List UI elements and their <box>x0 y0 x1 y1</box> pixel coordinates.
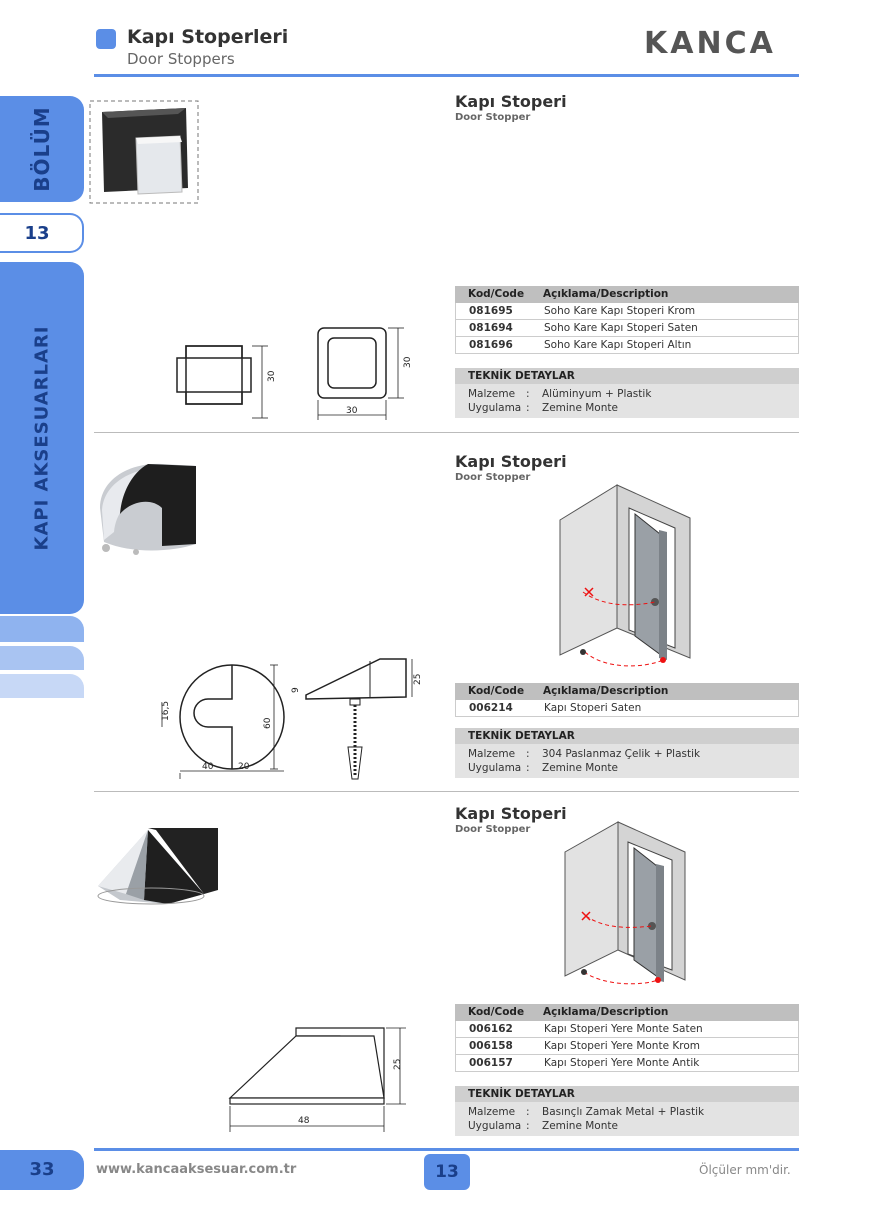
table-row: 006157 Kapı Stoperi Yere Monte Antik <box>455 1055 799 1072</box>
tech-value: Zemine Monte <box>542 1120 618 1132</box>
product-photo-square-stopper <box>89 100 199 204</box>
sidebar-stripe <box>0 646 84 670</box>
column-header-description: Açıklama/Description <box>543 288 669 300</box>
tech-key: Malzeme <box>468 748 516 760</box>
table-row: 081695 Soho Kare Kapı Stoperi Krom <box>455 303 799 320</box>
tech-value: 304 Paslanmaz Çelik + Plastik <box>542 748 701 760</box>
tech-value: Basınçlı Zamak Metal + Plastik <box>542 1106 705 1118</box>
product-subtitle: Door Stopper <box>455 112 531 123</box>
technical-details: TEKNİK DETAYLAR Malzeme:304 Paslanmaz Çe… <box>455 728 799 778</box>
column-header-description: Açıklama/Description <box>543 685 669 697</box>
table-row: 006214 Kapı Stoperi Saten <box>455 700 799 717</box>
row-description: Kapı Stoperi Yere Monte Krom <box>544 1040 700 1052</box>
dimension-drawing-round: 16,5 60 40 20 9 25 <box>161 658 423 780</box>
product-photo-cone-stopper <box>97 828 218 905</box>
dimension-label: 60 <box>263 717 273 729</box>
row-description: Soho Kare Kapı Stoperi Altın <box>544 339 692 351</box>
page-number: 33 <box>0 1150 84 1190</box>
technical-details: TEKNİK DETAYLAR Malzeme:Basınçlı Zamak M… <box>455 1086 799 1136</box>
dimension-drawing-cone: 25 48 <box>228 1027 406 1132</box>
table-row: 081694 Soho Kare Kapı Stoperi Saten <box>455 320 799 337</box>
door-installation-diagram <box>564 821 686 985</box>
section-divider <box>94 432 799 433</box>
row-code: 006158 <box>469 1040 513 1052</box>
sidebar-section-tab: BÖLÜM <box>0 96 84 202</box>
product-title: Kapı Stoperi <box>455 92 567 111</box>
page-subtitle: Door Stoppers <box>127 50 235 68</box>
row-code: 006214 <box>469 702 513 714</box>
row-description: Soho Kare Kapı Stoperi Saten <box>544 322 698 334</box>
table-row: 006162 Kapı Stoperi Yere Monte Saten <box>455 1021 799 1038</box>
tech-key: Uygulama <box>468 762 522 774</box>
dimension-label: 48 <box>298 1116 310 1126</box>
dimension-label: 30 <box>267 370 277 382</box>
section-divider <box>94 791 799 792</box>
product-title: Kapı Stoperi <box>455 452 567 471</box>
page-title: Kapı Stoperleri <box>127 26 289 48</box>
table-row: 081696 Soho Kare Kapı Stoperi Altın <box>455 337 799 354</box>
technical-details-title: TEKNİK DETAYLAR <box>455 368 799 384</box>
sidebar-category-label: KAPI AKSESUARLARI <box>31 325 53 551</box>
product-subtitle: Door Stopper <box>455 472 531 483</box>
table-header: Kod/Code Açıklama/Description <box>455 1004 799 1021</box>
units-note: Ölçüler mm'dir. <box>699 1163 791 1177</box>
technical-details: TEKNİK DETAYLAR Malzeme:Alüminyum + Plas… <box>455 368 799 418</box>
dimension-label: 25 <box>413 674 423 685</box>
sidebar-category-tab: KAPI AKSESUARLARI <box>0 262 84 614</box>
footer-section-number: 13 <box>424 1154 470 1190</box>
row-code: 006157 <box>469 1057 513 1069</box>
column-header-code: Kod/Code <box>468 685 525 697</box>
sidebar-stripe <box>0 674 84 698</box>
row-code: 081696 <box>469 339 513 351</box>
tech-value: Alüminyum + Plastik <box>542 388 652 400</box>
product-code-table: Kod/Code Açıklama/Description 006214 Kapı… <box>455 683 799 717</box>
dimension-label: 40 <box>202 762 214 772</box>
row-description: Kapı Stoperi Yere Monte Antik <box>544 1057 700 1069</box>
footer-divider <box>94 1148 799 1151</box>
row-code: 081695 <box>469 305 513 317</box>
tech-key: Malzeme <box>468 388 516 400</box>
technical-details-title: TEKNİK DETAYLAR <box>455 1086 799 1102</box>
tech-key: Malzeme <box>468 1106 516 1118</box>
tech-value: Zemine Monte <box>542 402 618 414</box>
table-header: Kod/Code Açıklama/Description <box>455 683 799 700</box>
technical-details-title: TEKNİK DETAYLAR <box>455 728 799 744</box>
tech-value: Zemine Monte <box>542 762 618 774</box>
brand-logo: KANCA <box>644 26 776 61</box>
column-header-description: Açıklama/Description <box>543 1006 669 1018</box>
sidebar-stripe <box>0 616 84 642</box>
sidebar-section-label: BÖLÜM <box>30 106 54 192</box>
row-code: 081694 <box>469 322 513 334</box>
dimension-label: 16,5 <box>161 701 171 721</box>
dimension-drawing-square: 30 30 30 <box>176 327 413 420</box>
dimension-label: 30 <box>403 356 413 368</box>
row-description: Kapı Stoperi Yere Monte Saten <box>544 1023 703 1035</box>
product-title: Kapı Stoperi <box>455 804 567 823</box>
table-row: 006158 Kapı Stoperi Yere Monte Krom <box>455 1038 799 1055</box>
door-installation-diagram <box>559 484 691 667</box>
product-photo-round-stopper <box>100 463 196 555</box>
tech-key: Uygulama <box>468 1120 522 1132</box>
sidebar-section-number-tab: 13 <box>0 213 84 253</box>
header-square-icon <box>96 29 116 49</box>
column-header-code: Kod/Code <box>468 288 525 300</box>
tech-key: Uygulama <box>468 402 522 414</box>
dimension-label: 20 <box>238 762 250 772</box>
dimension-label: 30 <box>346 406 358 416</box>
product-subtitle: Door Stopper <box>455 824 531 835</box>
dimension-label: 25 <box>393 1059 403 1070</box>
table-header: Kod/Code Açıklama/Description <box>455 286 799 303</box>
website-link[interactable]: www.kancaaksesuar.com.tr <box>96 1162 297 1177</box>
column-header-code: Kod/Code <box>468 1006 525 1018</box>
dimension-label: 9 <box>291 687 301 693</box>
header-divider <box>94 74 799 77</box>
row-description: Kapı Stoperi Saten <box>544 702 642 714</box>
row-code: 006162 <box>469 1023 513 1035</box>
row-description: Soho Kare Kapı Stoperi Krom <box>544 305 696 317</box>
sidebar-section-number: 13 <box>24 223 50 244</box>
